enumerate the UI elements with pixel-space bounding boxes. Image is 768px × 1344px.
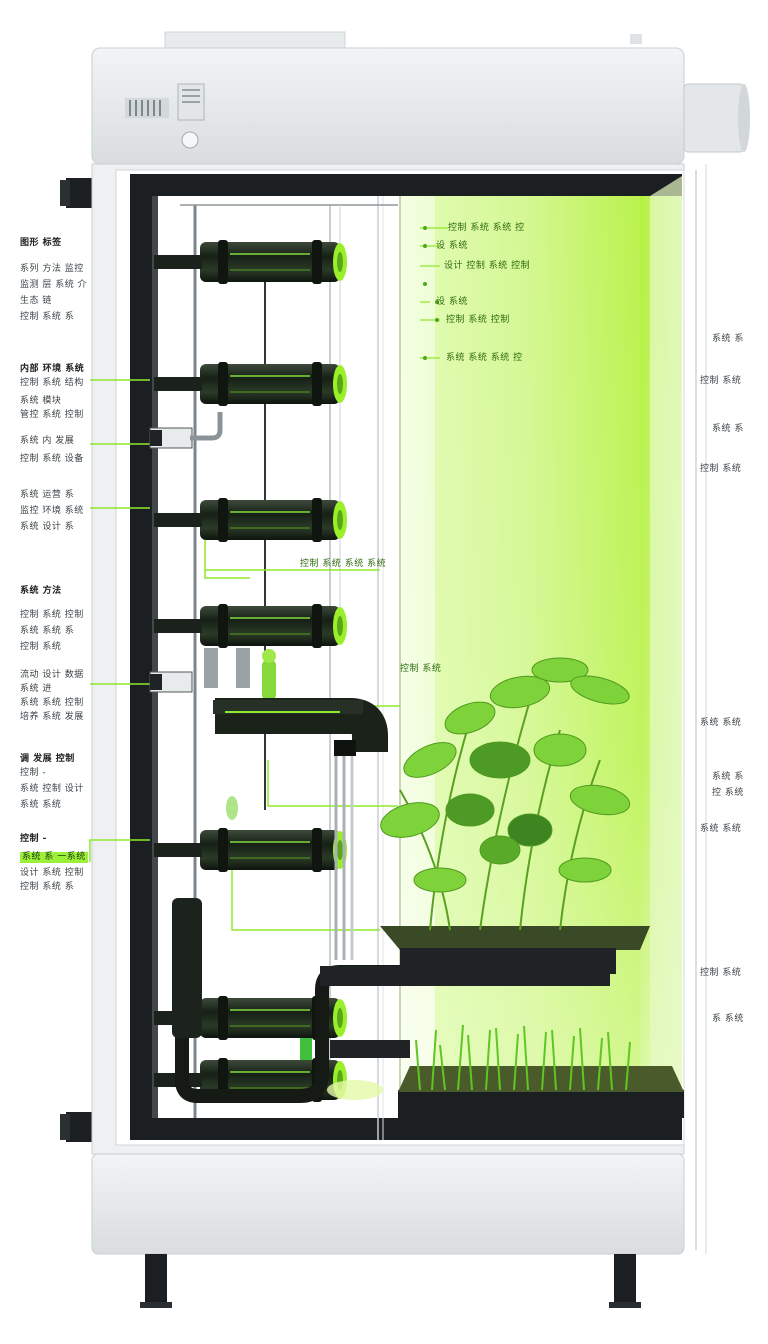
left-label: 系统 系统 — [20, 800, 61, 811]
center-label: 控制 系统 系统 系统 — [300, 559, 386, 570]
right-label: 系统 系 — [712, 772, 744, 783]
panel-label: 控制 系统 控制 — [446, 315, 510, 326]
left-label: 图形 标签 — [20, 238, 62, 249]
left-label: 系统 控制 设计 — [20, 784, 84, 795]
left-label: 控制 系统 设备 — [20, 454, 84, 465]
left-label: 调 发展 控制 — [20, 754, 75, 765]
right-label: 系 系统 — [712, 1014, 744, 1025]
left-label: 系统 模块 — [20, 396, 61, 407]
right-label: 控 系统 — [712, 788, 744, 799]
left-label: 系统 设计 系 — [20, 522, 74, 533]
right-label: 系统 系统 — [700, 824, 741, 835]
center-label: 控制 系统 — [400, 664, 441, 675]
right-label: 系统 系 — [712, 334, 744, 345]
left-label: 控制 系统 结构 — [20, 378, 84, 389]
panel-label: 设 系统 — [436, 297, 468, 308]
left-label: 系统 系统 系 — [20, 626, 74, 637]
left-label: 控制 系统 控制 — [20, 610, 84, 621]
vent-grille-icon — [125, 98, 169, 118]
panel-label: 设计 控制 系统 控制 — [444, 261, 530, 272]
right-label: 控制 系统 — [700, 464, 741, 475]
left-label: 控制 - — [20, 768, 46, 779]
leaf-icon — [226, 796, 238, 820]
left-label: 流动 设计 数据 — [20, 670, 84, 681]
left-label: 管控 系统 控制 — [20, 410, 84, 421]
left-label-highlight: 系统 系 一系统 — [20, 852, 88, 863]
gauge-knob-icon — [182, 132, 198, 148]
left-label: 系列 方法 监控 — [20, 264, 84, 275]
left-label: 监测 层 系统 介 — [20, 280, 87, 291]
left-label: 系统 内 发展 — [20, 436, 74, 447]
panel-label: 控制 系统 系统 控 — [448, 223, 525, 234]
left-label: 生态 链 — [20, 296, 52, 307]
left-label: 控制 系统 系 — [20, 312, 74, 323]
plant-icon — [262, 649, 276, 700]
left-label: 控制 系统 系 — [20, 882, 74, 893]
left-label: 设计 系统 控制 — [20, 868, 84, 879]
left-label: 监控 环境 系统 — [20, 506, 84, 517]
right-label: 系统 系统 — [700, 718, 741, 729]
left-label: 内部 环境 系统 — [20, 364, 84, 375]
panel-label: 设 系统 — [436, 241, 468, 252]
left-label: 系统 运营 系 — [20, 490, 74, 501]
left-label: 控制 - — [20, 834, 47, 845]
left-label: 培养 系统 发展 — [20, 712, 84, 723]
right-label: 控制 系统 — [700, 968, 741, 979]
left-label: 系统 进 — [20, 684, 52, 695]
panel-label: 系统 系统 系统 控 — [446, 353, 523, 364]
left-label: 控制 系统 — [20, 642, 61, 653]
right-label: 系统 系 — [712, 424, 744, 435]
left-label: 系统 方法 — [20, 586, 62, 597]
left-label: 系统 系统 控制 — [20, 698, 84, 709]
right-label: 控制 系统 — [700, 376, 741, 387]
